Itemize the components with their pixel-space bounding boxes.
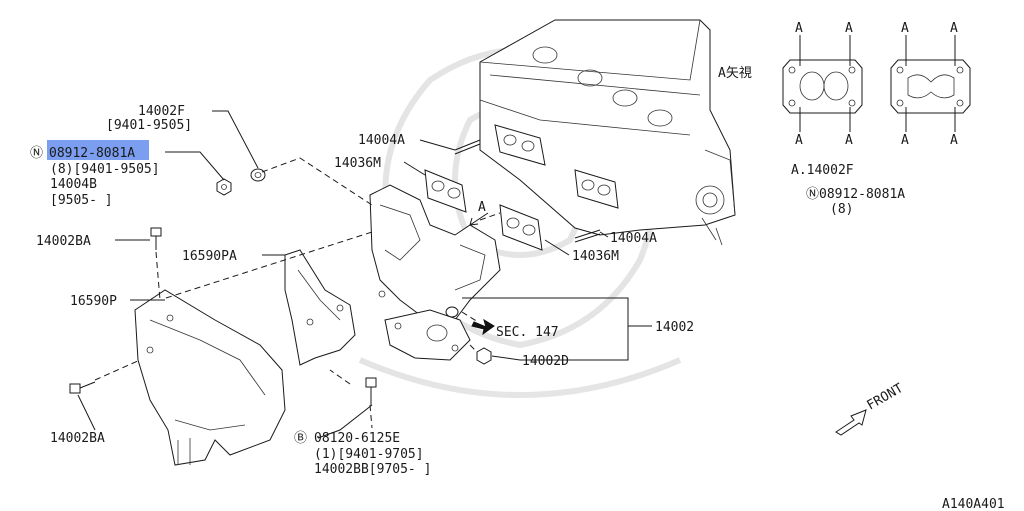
washer-14002F (250, 168, 266, 182)
front-label: FRONT (865, 381, 907, 414)
label-14002BA-top[interactable]: 14002BA (36, 234, 91, 249)
label-nut-qty-range: (8)[9401-9505] (50, 162, 160, 177)
view-a-arrow-icon (469, 212, 489, 226)
detail-corner-a-7: A (901, 133, 909, 148)
label-14002F-range: [9401-9505] (106, 118, 192, 133)
label-14004B-range: [9505- ] (50, 193, 113, 208)
label-16590P[interactable]: 16590P (70, 294, 117, 309)
nut-14002D (476, 347, 492, 365)
stud-bolts (454, 139, 601, 243)
bolt-prefix-icon: Ⓑ (294, 431, 307, 446)
detail-corner-a-5: A (795, 133, 803, 148)
engine-port-gaskets (494, 124, 619, 209)
sec-147-arrow-icon (471, 318, 495, 336)
detail-corner-a-2: A (845, 21, 853, 36)
label-14002[interactable]: 14002 (655, 320, 694, 335)
view-title: A矢視 (718, 66, 752, 81)
highlight-box (47, 140, 149, 160)
leader-lines (77, 110, 652, 439)
label-14002D[interactable]: 14002D (522, 354, 569, 369)
detail-nut-qty: (8) (830, 202, 853, 217)
label-14002BB[interactable]: 14002BB[9705- ] (314, 462, 431, 477)
detail-corner-a-8: A (950, 133, 958, 148)
detail-corner-a-3: A (901, 21, 909, 36)
detail-corner-a-1: A (795, 21, 803, 36)
detail-gasket-label[interactable]: A.14002F (791, 163, 854, 178)
view-marker-a: A (478, 200, 486, 215)
label-16590PA[interactable]: 16590PA (182, 249, 237, 264)
diagram-id: A140A401 (942, 497, 1005, 511)
detail-corner-a-6: A (845, 133, 853, 148)
detail-corner-a-4: A (950, 21, 958, 36)
bolt-14002BA-top (150, 227, 162, 250)
label-14004A-top[interactable]: 14004A (358, 133, 405, 148)
nut-prefix-icon: Ⓝ (30, 146, 43, 161)
label-sec-147[interactable]: SEC. 147 (496, 325, 559, 340)
assembly-dashed-lines (94, 157, 501, 429)
label-14004B[interactable]: 14004B (50, 177, 97, 192)
detail-gasket-left (782, 35, 863, 132)
label-14004A-right[interactable]: 14004A (610, 231, 657, 246)
manifold-gaskets-14036M (424, 169, 543, 251)
detail-nut-number[interactable]: Ⓝ08912-8081A (806, 187, 905, 202)
detail-gasket-right (890, 35, 971, 132)
front-arrow-icon (835, 409, 867, 436)
label-14036M-right[interactable]: 14036M (572, 249, 619, 264)
label-bolt-08120-6125E[interactable]: 08120-6125E (314, 431, 400, 446)
cylinder-head-illustration (479, 19, 736, 246)
bolt-08120-6125E (365, 377, 377, 405)
bolt-14002BA-bottom (69, 381, 96, 394)
label-14002BA-bottom[interactable]: 14002BA (50, 431, 105, 446)
heat-shield-16590P (134, 289, 286, 466)
nut-08912-8081A (216, 178, 232, 196)
label-bolt-qty-range: (1)[9401-9705] (314, 447, 424, 462)
label-14036M-top[interactable]: 14036M (334, 156, 381, 171)
bracket-small (445, 306, 459, 318)
heat-shield-16590PA (284, 249, 356, 366)
label-14002F[interactable]: 14002F (138, 104, 185, 119)
exhaust-manifold-14002 (369, 184, 501, 361)
label-nut-08912-8081A[interactable]: 08912-8081A (49, 146, 135, 161)
